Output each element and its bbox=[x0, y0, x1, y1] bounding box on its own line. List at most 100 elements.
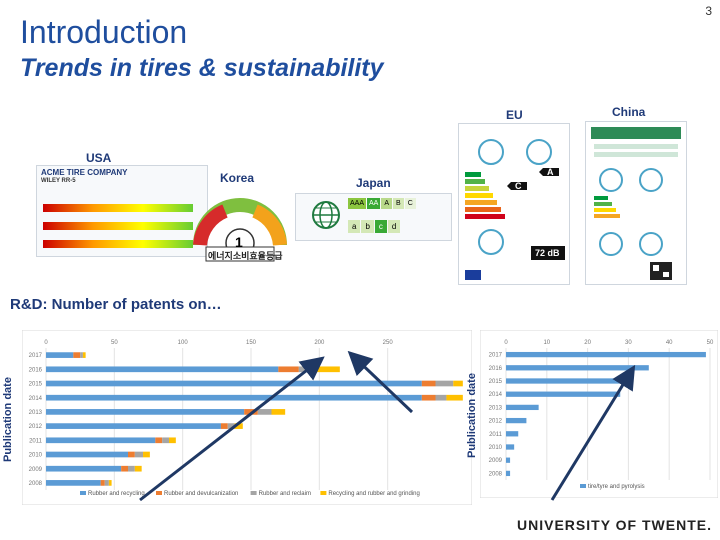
usa-bar-1 bbox=[43, 204, 193, 212]
usa-bar-3 bbox=[43, 240, 193, 248]
bar-segment bbox=[46, 480, 101, 486]
bar-segment bbox=[506, 457, 511, 463]
bar-segment bbox=[506, 417, 527, 424]
bar-segment bbox=[506, 365, 649, 371]
bar-segment bbox=[134, 451, 144, 458]
chart-background bbox=[21, 329, 473, 506]
bar-segment bbox=[46, 380, 422, 387]
bar-segment bbox=[506, 470, 511, 477]
legend-swatch bbox=[80, 491, 86, 495]
bar-segment bbox=[506, 431, 519, 437]
japan-grade: AAA bbox=[348, 198, 367, 209]
legend-swatch bbox=[580, 484, 586, 488]
y-tick-label: 2009 bbox=[29, 467, 43, 473]
y-tick-label: 2011 bbox=[489, 432, 503, 438]
label-china: China bbox=[612, 105, 646, 119]
japan-wet-grade: b bbox=[361, 220, 374, 233]
bar-segment bbox=[128, 451, 135, 458]
bar-segment bbox=[128, 465, 135, 472]
globe-icon bbox=[312, 201, 340, 229]
bar-segment bbox=[446, 394, 463, 401]
slide-subtitle: Trends in tires & sustainability bbox=[20, 54, 384, 82]
legend-label: Rubber and recycling bbox=[88, 491, 145, 497]
bar-segment bbox=[134, 465, 142, 472]
korea-gauge-graphic bbox=[193, 198, 287, 262]
university-logo-text: UNIVERSITY OF TWENTE. bbox=[517, 517, 712, 533]
eu-noise-value: 72 dB bbox=[535, 248, 560, 258]
bar-segment bbox=[220, 423, 228, 429]
bar-segment bbox=[234, 423, 243, 429]
japan-wet-grade: d bbox=[387, 220, 401, 233]
y-tick-label: 2008 bbox=[29, 481, 43, 487]
acme-model-text: WILEY RR-5 bbox=[41, 178, 76, 184]
y-tick-label: 2016 bbox=[489, 366, 503, 372]
bar-segment bbox=[278, 366, 299, 373]
legend-swatch bbox=[250, 491, 257, 495]
bar-segment bbox=[453, 380, 463, 387]
legend-swatch bbox=[156, 491, 162, 495]
tire-labels-collage: USA ACME TIRE COMPANY WILEY RR-5 Korea 1… bbox=[30, 105, 690, 290]
japan-wet-grade: c bbox=[374, 220, 387, 233]
y-tick-label: 2010 bbox=[29, 453, 43, 459]
bar-segment bbox=[121, 465, 128, 472]
bar-segment bbox=[46, 465, 122, 472]
y-tick-label: 2012 bbox=[489, 419, 503, 425]
slide-title: Introduction bbox=[20, 14, 188, 50]
bar-segment bbox=[435, 380, 454, 387]
y-tick-label: 2015 bbox=[489, 379, 503, 385]
japan-wet-grade: a bbox=[348, 220, 361, 233]
x-tick-label: 250 bbox=[383, 340, 394, 346]
y-tick-label: 2009 bbox=[489, 458, 503, 464]
legend-label: tire/tyre and pyrolysis bbox=[588, 484, 645, 490]
label-korea: Korea bbox=[220, 171, 255, 185]
x-tick-label: 20 bbox=[584, 340, 591, 346]
label-japan: Japan bbox=[356, 176, 391, 190]
y-tick-label: 2016 bbox=[29, 367, 43, 373]
bar-segment bbox=[46, 394, 422, 401]
x-tick-label: 40 bbox=[666, 340, 673, 346]
bar-segment bbox=[46, 409, 245, 415]
bar-segment bbox=[506, 378, 629, 384]
legend-label: Rubber and devulcanization bbox=[164, 491, 238, 497]
bar-segment bbox=[421, 380, 436, 387]
bar-segment bbox=[227, 423, 235, 429]
bar-segment bbox=[244, 409, 258, 415]
legend-label: Recycling and rubber and grinding bbox=[328, 491, 419, 497]
x-tick-label: 0 bbox=[504, 340, 508, 346]
x-tick-label: 30 bbox=[625, 340, 632, 346]
bar-segment bbox=[506, 444, 515, 450]
y-tick-label: 2017 bbox=[29, 353, 43, 359]
bar-segment bbox=[104, 480, 109, 486]
bar-segment bbox=[421, 394, 436, 401]
acme-company-text: ACME TIRE COMPANY bbox=[41, 168, 128, 177]
bar-segment bbox=[108, 480, 112, 486]
y-tick-label: 2008 bbox=[489, 471, 503, 477]
japan-wet-grades: a b c d bbox=[348, 220, 401, 233]
x-tick-label: 100 bbox=[178, 340, 189, 346]
bar-segment bbox=[46, 423, 221, 429]
bar-segment bbox=[46, 352, 74, 358]
korea-label-image: 1 에너지소비효율등급 bbox=[180, 185, 300, 270]
y-tick-label: 2014 bbox=[489, 392, 503, 398]
y-tick-label: 2014 bbox=[29, 396, 43, 402]
patents-heading: R&D: Number of patents on… bbox=[10, 296, 222, 313]
label-usa: USA bbox=[86, 151, 112, 165]
bar-segment bbox=[46, 437, 156, 444]
bar-segment bbox=[46, 366, 279, 373]
japan-label-image: AAA AA A B C a b c d bbox=[295, 193, 452, 241]
bar-segment bbox=[73, 352, 81, 358]
y-tick-label: 2013 bbox=[29, 410, 43, 416]
china-label-image bbox=[585, 121, 687, 285]
x-tick-label: 150 bbox=[246, 340, 257, 346]
japan-rolling-grades: AAA AA A B C bbox=[348, 198, 416, 209]
y-tick-label: 2011 bbox=[29, 438, 43, 444]
bar-segment bbox=[80, 352, 83, 358]
bar-segment bbox=[155, 437, 163, 444]
japan-grade: B bbox=[393, 198, 404, 209]
japan-grade: C bbox=[404, 198, 416, 209]
bar-segment bbox=[143, 451, 150, 458]
